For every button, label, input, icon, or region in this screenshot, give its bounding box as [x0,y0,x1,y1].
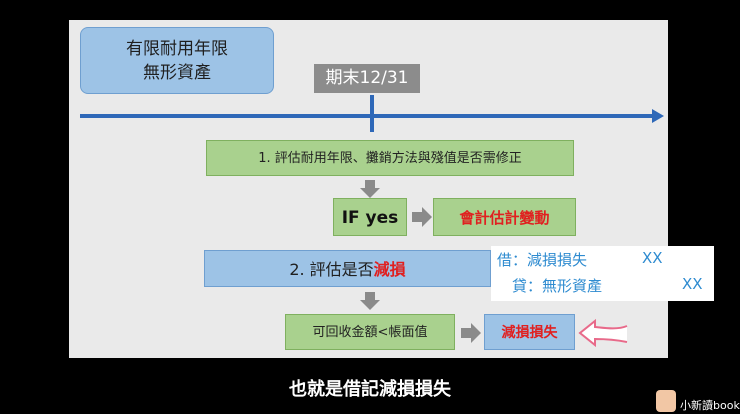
step2-box: 2. 評估是否減損 [204,250,491,287]
debit-label: 借：減損損失 [497,251,588,269]
title-line1: 有限耐用年限 [126,39,228,59]
right-arrow-2-stem [461,328,471,338]
credit-amount: XX [682,275,703,293]
if-yes-box: IF yes [333,198,407,236]
step2-text: 2. 評估是否 [289,260,374,279]
down-arrow-1-stem [365,180,375,188]
timeline-tick [370,95,374,132]
down-arrow-2-icon [360,300,380,310]
right-arrow-2-icon [471,323,481,343]
down-arrow-1-icon [360,188,380,198]
channel-brand: 小新讀book [650,390,740,414]
period-label: 期末12/31 [314,64,420,93]
brand-name: 小新讀book [680,399,740,412]
step3-box: 可回收金額<帳面值 [285,314,455,350]
right-arrow-1-stem [412,212,422,222]
credit-label: 貸：無形資產 [512,277,603,295]
pointer-arrow-icon [578,318,628,348]
title-line2: 無形資產 [143,63,211,83]
timeline-line [80,114,654,118]
avatar [656,390,676,412]
debit-amount: XX [642,249,663,267]
video-subtitle: 也就是借記減損損失 [289,379,451,400]
journal-entry-box: 借：減損損失 XX 貸：無形資產 XX [491,246,714,301]
impairment-loss-box: 減損損失 [484,314,575,350]
step1-box: 1. 評估耐用年限、攤銷方法與殘值是否需修正 [206,140,574,176]
timeline-arrow-icon [652,109,664,123]
right-arrow-1-icon [422,207,432,227]
down-arrow-2-stem [365,292,375,300]
step2-highlight: 減損 [373,260,406,279]
title-box: 有限耐用年限 無形資產 [80,27,274,94]
estimate-change-box: 會計估計變動 [433,198,576,236]
